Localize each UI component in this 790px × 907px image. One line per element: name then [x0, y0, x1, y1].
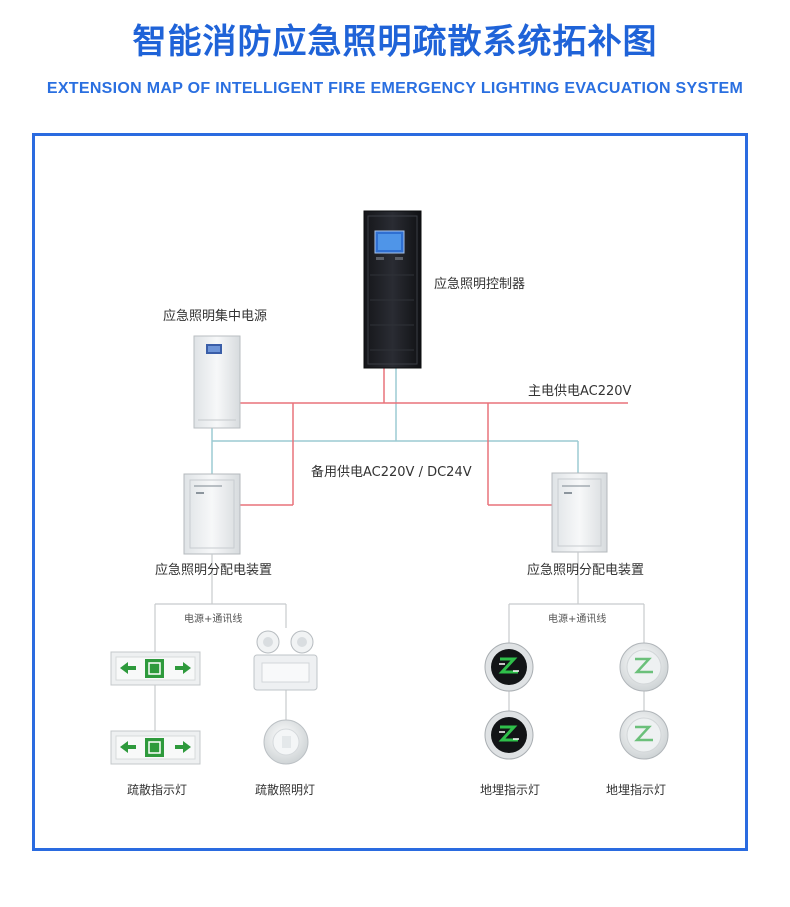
distribution-box-left — [183, 473, 241, 555]
floor-light-left-top — [484, 642, 534, 692]
main-supply-label: 主电供电AC220V — [528, 384, 632, 399]
wire-left-label: 电源+通讯线 — [184, 614, 243, 625]
floor-light-left-label: 地埋指示灯 — [480, 783, 541, 797]
page-title: 智能消防应急照明疏散系统拓补图 — [132, 22, 658, 62]
controller-label: 应急照明控制器 — [434, 277, 526, 292]
right-branch-wiring — [508, 552, 645, 711]
left-branch-wiring — [154, 554, 287, 731]
distribution-box-right — [551, 472, 608, 553]
exit-sign-bottom — [110, 730, 201, 765]
distribution-right-label: 应急照明分配电装置 — [527, 563, 645, 578]
floor-light-right-top — [619, 642, 669, 692]
wire-right-label: 电源+通讯线 — [548, 614, 607, 625]
backup-supply-lines — [211, 368, 579, 474]
floor-light-right-label: 地埋指示灯 — [606, 783, 667, 797]
exit-sign-top — [110, 651, 201, 686]
backup-supply-label: 备用供电AC220V / DC24V — [311, 465, 472, 480]
twin-head-emergency-light — [253, 630, 318, 691]
central-power-label: 应急照明集中电源 — [163, 309, 268, 324]
round-evacuation-light — [263, 719, 309, 765]
exit-sign-label: 疏散指示灯 — [127, 783, 188, 797]
central-power-supply — [193, 335, 241, 429]
controller-cabinet — [363, 210, 422, 369]
distribution-left-label: 应急照明分配电装置 — [155, 563, 273, 578]
evac-light-label: 疏散照明灯 — [255, 783, 316, 797]
main-supply-lines — [236, 368, 628, 506]
page-subtitle: EXTENSION MAP OF INTELLIGENT FIRE EMERGE… — [46, 80, 744, 97]
floor-light-left-bottom — [484, 710, 534, 760]
floor-light-right-bottom — [619, 710, 669, 760]
